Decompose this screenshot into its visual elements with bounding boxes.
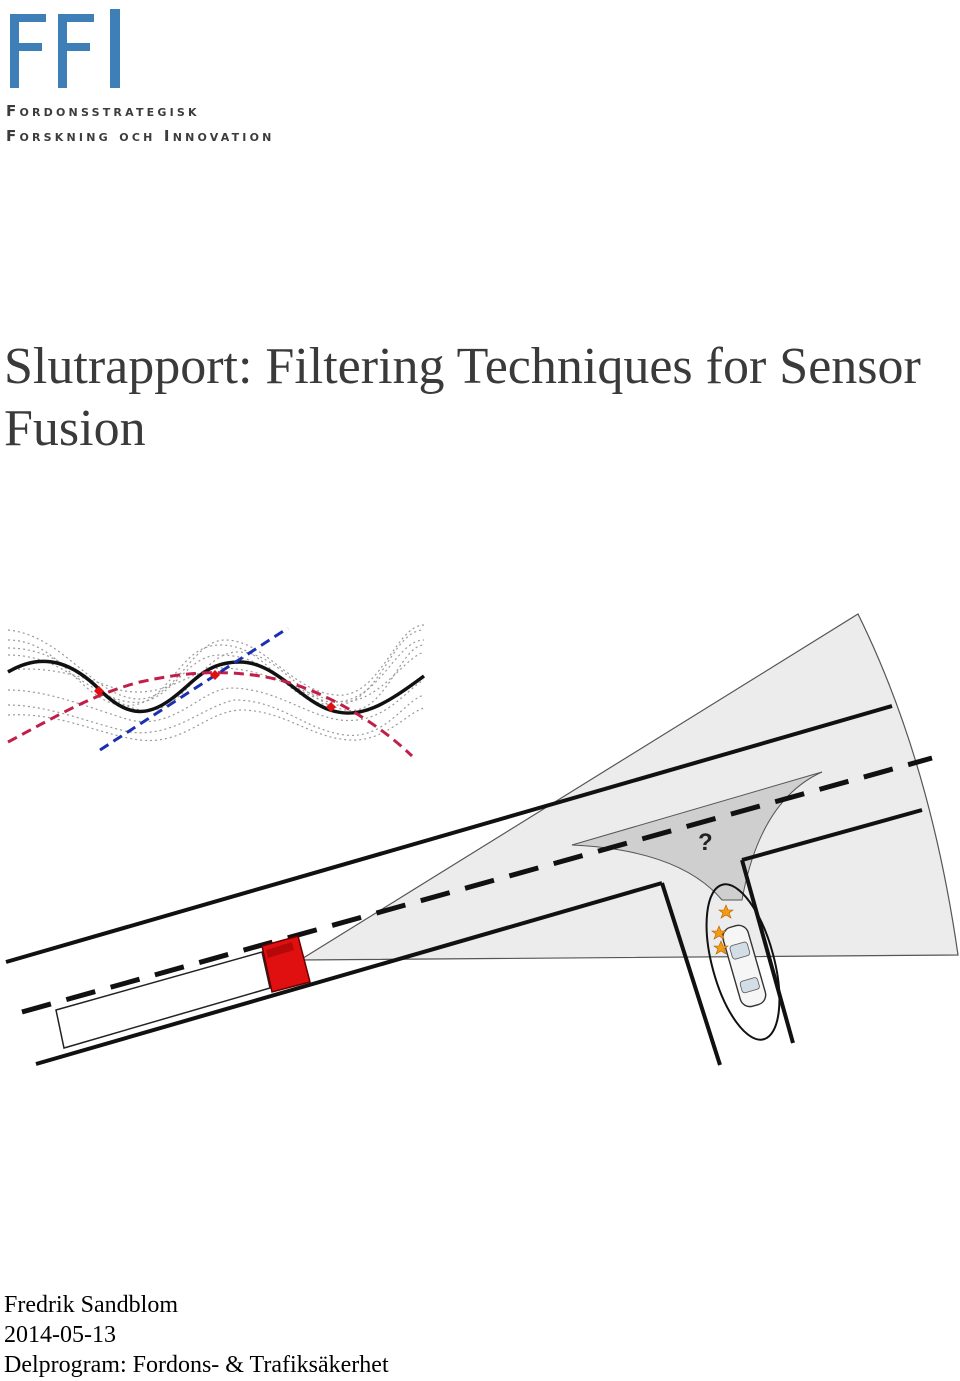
report-date: 2014-05-13 — [4, 1322, 116, 1348]
particle-trajectories — [7, 624, 425, 742]
sensor-fusion-figure: ? — [5, 613, 959, 1066]
logo-tagline-1: Fordonsstrategisk — [6, 102, 200, 120]
other-car — [722, 924, 767, 1008]
sub-program: Delprogram: Fordons- & Trafiksäkerhet — [4, 1352, 389, 1378]
uncertainty-region — [571, 771, 823, 901]
road-edge-bottom-right — [741, 808, 923, 862]
ffi-logo: Fordonsstrategisk Forskning och Innovati… — [6, 6, 276, 151]
logo-tagline-2: Forskning och Innovation — [6, 127, 275, 145]
intersection-markers — [94, 670, 336, 712]
side-road-edge-right — [740, 859, 795, 1044]
measurement-stars — [711, 904, 734, 955]
road-edge-top — [5, 704, 893, 964]
lane-centre-line — [21, 755, 933, 1015]
road-edge-bottom — [35, 881, 663, 1066]
side-road-edge-left — [660, 882, 722, 1066]
estimate-curve-red — [7, 671, 414, 758]
ffi-logo-icon — [10, 9, 120, 88]
sensor-field-of-view — [297, 613, 959, 961]
truck-trailer — [55, 951, 271, 1049]
report-title: Slutrapport: Filtering Techniques for Se… — [4, 338, 921, 457]
author-name: Fredrik Sandblom — [4, 1292, 178, 1318]
linearization-line-blue — [99, 626, 289, 752]
unknown-position-mark: ? — [698, 829, 713, 856]
vehicle-uncertainty-ellipse — [705, 883, 781, 1041]
